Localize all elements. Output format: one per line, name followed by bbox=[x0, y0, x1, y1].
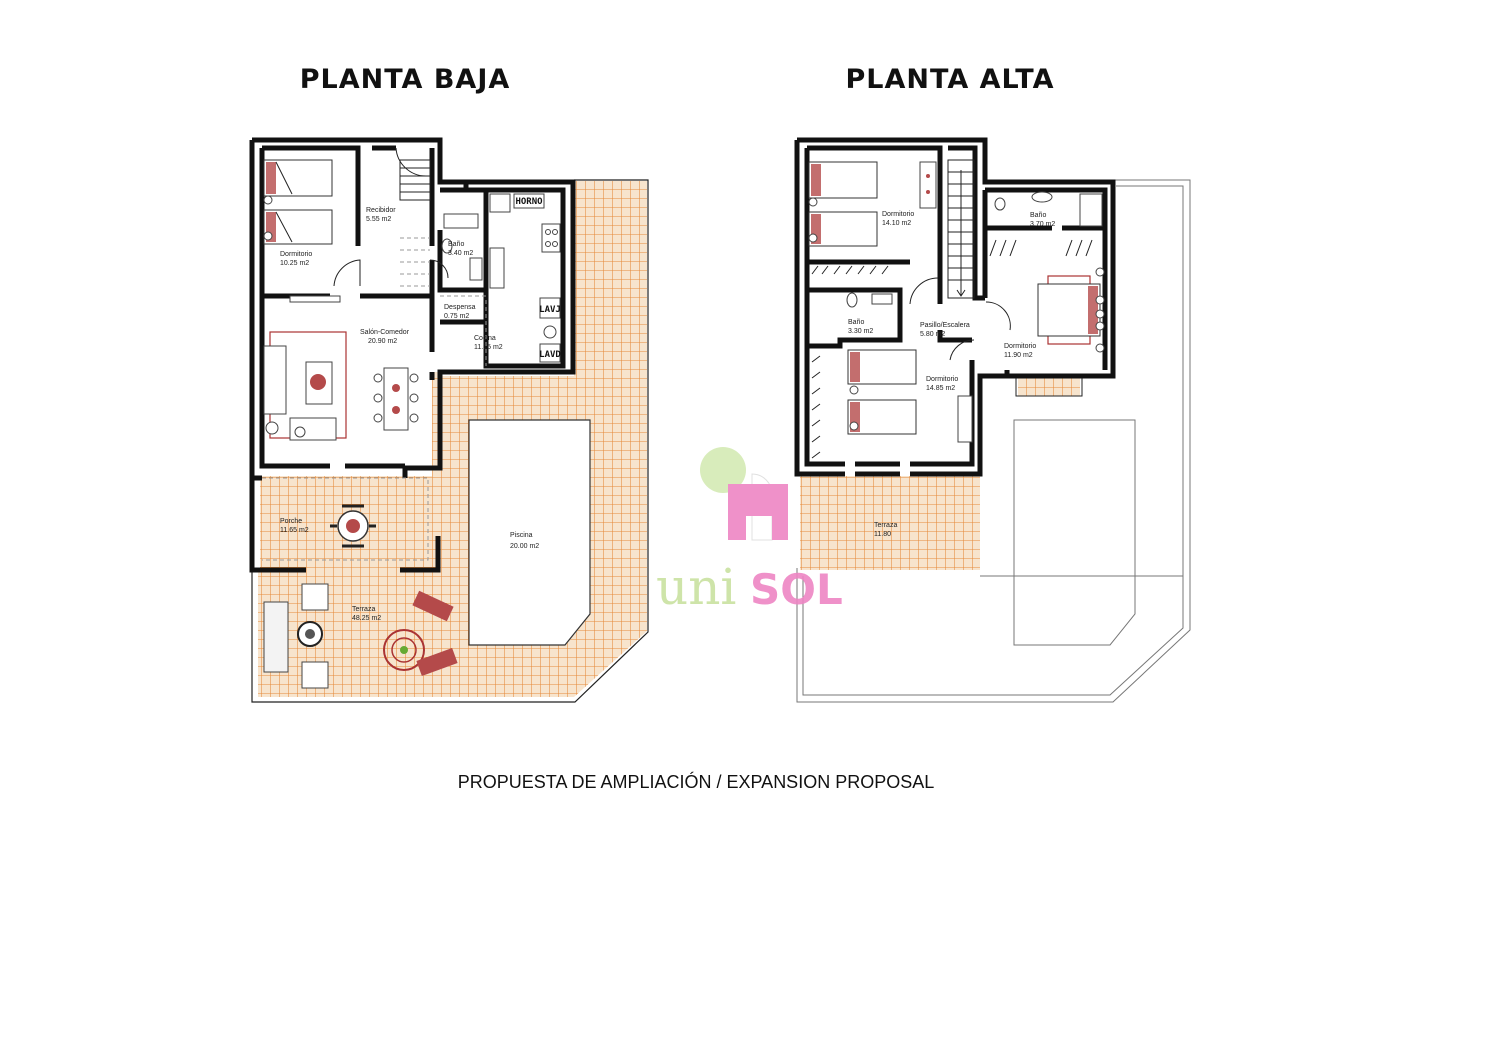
room-name-hall: Recibidor bbox=[366, 207, 396, 214]
ground-wall-kitchen bbox=[440, 187, 566, 369]
unisol-logo: uni SOL bbox=[656, 447, 843, 616]
upper-plot-outline-inner bbox=[802, 185, 1184, 696]
upper-wall-stairs bbox=[948, 145, 985, 301]
upper-room-name-hall: Pasillo/Escalera bbox=[920, 322, 970, 329]
ground-floor-title: PLANTA BAJA bbox=[300, 64, 511, 95]
upper-wall-bath2 bbox=[807, 259, 910, 349]
upper-wardrobe-1 bbox=[811, 265, 889, 275]
upper-room-area-bed2: 11.90 m2 bbox=[1004, 352, 1033, 359]
room-name-porch: Porche bbox=[280, 518, 302, 525]
upper-bed1-beds bbox=[808, 161, 937, 275]
upper-wall-bath1 bbox=[982, 187, 1108, 298]
logo-text-uni: uni bbox=[656, 558, 736, 616]
room-area-pantry: 0.75 m2 bbox=[444, 313, 469, 320]
oven-label: HORNO bbox=[515, 197, 543, 207]
ground-plot-outline bbox=[251, 179, 649, 703]
ground-inner-wall-west bbox=[259, 148, 405, 469]
upper-room-area-hall: 5.80 m2 bbox=[920, 331, 945, 338]
room-area-terrace: 48.25 m2 bbox=[352, 615, 381, 622]
logo-sun-circle bbox=[700, 447, 746, 493]
room-area-porch: 11.65 m2 bbox=[280, 527, 309, 534]
room-name-terrace: Terraza bbox=[352, 606, 375, 613]
logo-text-sol: SOL bbox=[750, 565, 843, 614]
room-area-bedroom: 10.25 m2 bbox=[280, 260, 309, 267]
upper-room-area-terrace: 11.80 bbox=[874, 531, 891, 538]
porch-outline bbox=[262, 477, 429, 561]
room-name-living: Salón-Comedor bbox=[360, 329, 410, 336]
ground-wall-bedroom bbox=[262, 145, 435, 246]
proposal-caption: PROPUESTA DE AMPLIACIÓN / EXPANSION PROP… bbox=[458, 771, 934, 792]
room-area-living: 20.90 m2 bbox=[368, 338, 397, 345]
ground-floor-plan: HORNO LAVJ LAVD bbox=[249, 137, 649, 703]
ground-wardrobe bbox=[289, 295, 341, 303]
room-area-bath: 3.40 m2 bbox=[448, 250, 473, 257]
ground-bath-fixtures bbox=[441, 213, 483, 281]
upper-bath2-fixtures bbox=[846, 292, 893, 308]
bath-door bbox=[429, 259, 449, 279]
upper-room-area-bath2: 3.30 m2 bbox=[848, 328, 873, 335]
upper-door-bed2 bbox=[985, 301, 1011, 331]
logo-house-shape bbox=[728, 484, 788, 540]
upper-door-bed1 bbox=[909, 277, 939, 305]
upper-room-area-bed1: 14.10 m2 bbox=[882, 220, 911, 227]
upper-roof-pool-outline bbox=[1013, 419, 1136, 646]
upper-inner-wall-west bbox=[804, 148, 975, 467]
dishwasher-label: LAVD bbox=[539, 350, 561, 360]
pool bbox=[468, 419, 591, 646]
upper-balcony-rail bbox=[1015, 374, 1083, 397]
washer-label: LAVJ bbox=[539, 305, 561, 315]
ground-bedroom-beds bbox=[263, 159, 333, 245]
room-name-bedroom: Dormitorio bbox=[280, 251, 312, 258]
upper-room-name-bed3: Dormitorio bbox=[926, 376, 958, 383]
upper-room-name-terrace: Terraza bbox=[874, 522, 897, 529]
upper-wardrobe-3 bbox=[811, 355, 821, 459]
upper-bed2-bed bbox=[1037, 267, 1105, 353]
living-room-furniture bbox=[263, 331, 419, 441]
upper-room-area-bed3: 14.85 m2 bbox=[926, 385, 955, 392]
upper-bath1-fixtures bbox=[994, 191, 1103, 227]
upper-room-name-bath1: Baño bbox=[1030, 212, 1046, 219]
upper-wall-bed2 bbox=[1004, 228, 1108, 376]
terrace-furniture bbox=[263, 583, 458, 689]
upper-exterior-wall bbox=[794, 137, 1116, 477]
upper-stairs bbox=[947, 159, 975, 299]
porch-table bbox=[330, 504, 376, 548]
room-name-kitchen: Cocina bbox=[474, 335, 496, 342]
room-name-pantry: Despensa bbox=[444, 304, 476, 311]
ground-stairs bbox=[399, 159, 431, 287]
upper-wardrobe-2 bbox=[989, 239, 1093, 257]
pantry-outline bbox=[440, 295, 487, 366]
upper-bed3-beds bbox=[811, 349, 973, 459]
upper-door-bed3 bbox=[949, 339, 975, 361]
room-area-kitchen: 11.15 m2 bbox=[474, 344, 503, 351]
kitchen-fixtures: HORNO LAVJ LAVD bbox=[489, 193, 561, 363]
room-area-hall: 5.55 m2 bbox=[366, 216, 391, 223]
room-name-pool: Piscina bbox=[510, 532, 533, 539]
upper-room-area-bath1: 3.70 m2 bbox=[1030, 221, 1055, 228]
upper-room-name-bath2: Baño bbox=[848, 319, 864, 326]
upper-wall-bed1 bbox=[807, 145, 972, 343]
entrance-door bbox=[395, 147, 427, 177]
bedroom-door bbox=[333, 259, 361, 287]
upper-balcony-tiles bbox=[1018, 374, 1080, 396]
upper-terrace-tiles bbox=[800, 476, 980, 570]
room-name-bath: Baño bbox=[448, 241, 464, 248]
ground-exterior-wall-main bbox=[252, 137, 576, 471]
upper-room-name-bed1: Dormitorio bbox=[882, 211, 914, 218]
room-area-pool: 20.00 m2 bbox=[510, 543, 539, 550]
upper-floor-plan: Dormitorio 14.10 m2 Baño 3.70 m2 Baño 3.… bbox=[794, 137, 1191, 703]
upper-room-name-bed2: Dormitorio bbox=[1004, 343, 1036, 350]
upper-plot-outline bbox=[796, 179, 1191, 703]
upper-floor-title: PLANTA ALTA bbox=[846, 64, 1055, 95]
ground-wall-bath bbox=[437, 230, 486, 325]
